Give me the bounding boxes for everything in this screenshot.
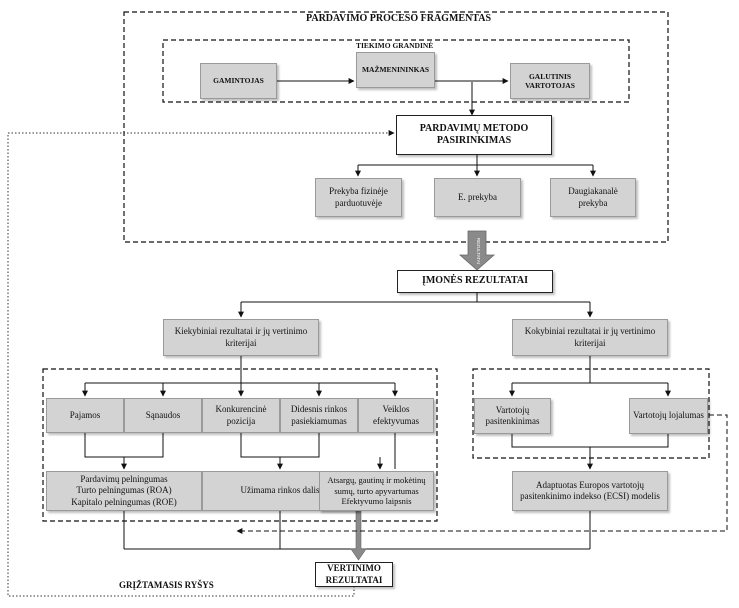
costs-box: Sąnaudos [124, 398, 202, 433]
loyalty-link [236, 414, 728, 534]
frame-supply-chain [162, 39, 630, 103]
company-results-box: ĮMONĖS REZULTATAI [397, 270, 553, 293]
customer-loyalty-box: Vartotojų lojalumas [629, 398, 708, 434]
feedback-label: GRĮŽTAMASIS RYŠYS [119, 580, 214, 590]
supply-chain-label: TIEKIMO GRANDINĖ [356, 41, 434, 50]
profitability-box: Pardavimų pelningumas Turto pelningumas … [46, 471, 202, 511]
frame-quantitative [42, 368, 438, 522]
revenue-box: Pajamos [46, 398, 124, 433]
results-big-arrow [458, 230, 496, 271]
quantitative-title-box: Kiekybiniai rezultatai ir jų vertinimo k… [163, 319, 319, 356]
producer-box: GAMINTOJAS [200, 63, 277, 99]
method-choice-box: PARDAVIMŲ METODO PASIRINKIMAS [396, 115, 552, 155]
frame-sales-process [123, 11, 669, 243]
customer-satisfaction-box: Vartotojų pasitenkinimas [474, 398, 551, 434]
operational-efficiency-box: Veiklos efektyvumas [358, 398, 434, 433]
method-multichannel: Daugiakanalė prekyba [550, 178, 636, 217]
retailer-box: MAŽMENININKAS [356, 52, 435, 88]
sales-process-label: PARDAVIMO PROCESO FRAGMENTAS [306, 13, 492, 24]
qualitative-title-box: Kokybiniai rezultatai ir jų vertinimo kr… [512, 319, 668, 356]
ecsi-model-box: Adaptuotas Europos vartotojų pasitenkini… [512, 471, 668, 511]
method-e-commerce: E. prekyba [434, 178, 521, 217]
market-reach-box: Didesnis rinkos pasiekiamumas [280, 398, 358, 433]
competitive-position-box: Konkurencinė pozicija [202, 398, 280, 433]
frame-qualitative [472, 368, 710, 459]
evaluation-grey-arrow [350, 510, 367, 561]
turnover-box: Atsargų, gautinų ir mokėtinų sumų, turto… [319, 471, 434, 511]
consumer-box: GALUTINIS VARTOTOJAS [510, 63, 590, 99]
evaluation-results-box: VERTINIMO REZULTATAI [315, 562, 393, 587]
method-physical-store: Prekyba fizinėje parduotuvėje [315, 178, 402, 217]
results-big-arrow-text: REZULTATAI [476, 238, 481, 264]
